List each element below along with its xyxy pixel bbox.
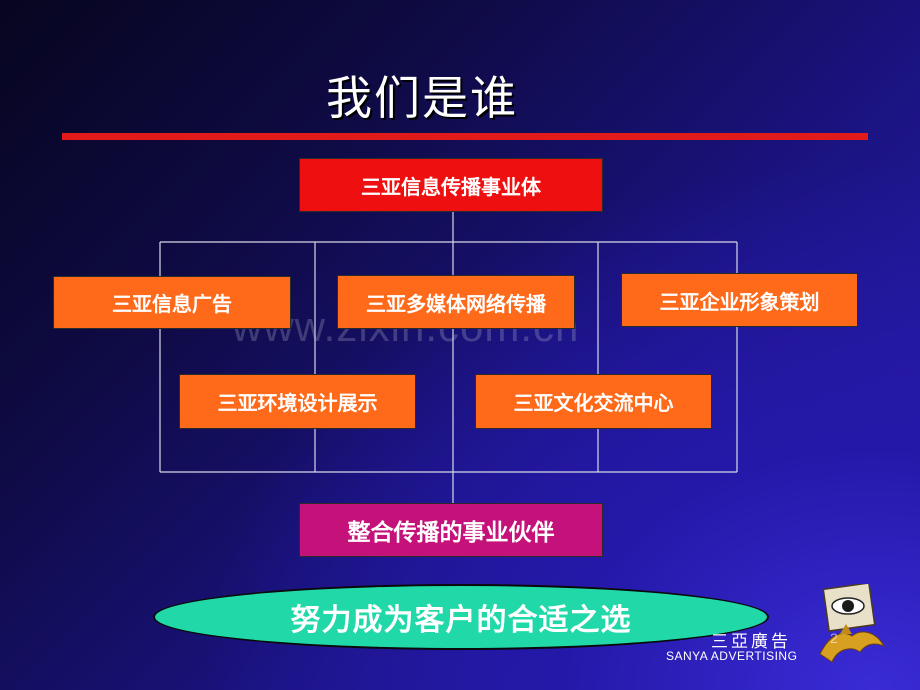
- org-unit-box: 三亚文化交流中心: [475, 374, 712, 429]
- org-unit-box: 三亚企业形象策划: [621, 273, 858, 327]
- org-unit-box: 三亚多媒体网络传播: [337, 275, 575, 329]
- page-number: 2: [830, 630, 838, 646]
- title-rule: [62, 133, 868, 140]
- sanya-logo-icon: [819, 584, 886, 663]
- logo-chinese-text: 三亞廣告: [711, 632, 791, 652]
- org-bottom-box: 整合传播的事业伙伴: [299, 503, 603, 557]
- logo-english-text: SANYA ADVERTISING: [666, 649, 798, 663]
- slogan-ellipse: 努力成为客户的合适之选: [153, 584, 769, 650]
- org-unit-box: 三亚环境设计展示: [179, 374, 416, 429]
- org-unit-box: 三亚信息广告: [53, 276, 291, 329]
- org-top-box: 三亚信息传播事业体: [299, 158, 603, 212]
- slide-title: 我们是谁: [326, 71, 518, 125]
